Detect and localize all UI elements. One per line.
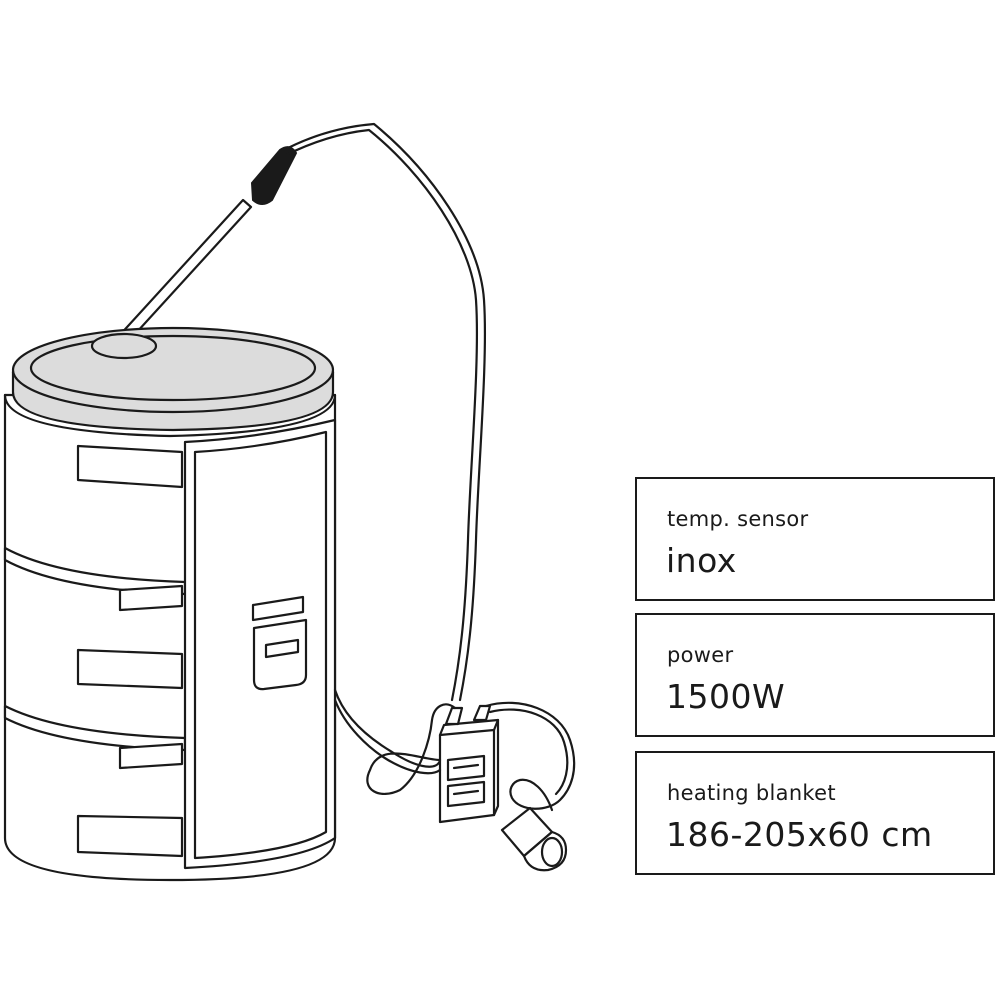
blanket-cable [333, 688, 457, 795]
spec-box-heating-blanket: heating blanket 186-205x60 cm [635, 751, 995, 875]
controller-box [438, 704, 500, 824]
heating-blanket [3, 393, 337, 882]
spec-label: temp. sensor [667, 507, 809, 531]
spec-value: 1500W [666, 677, 786, 716]
power-cord-plug [484, 701, 576, 872]
spec-box-temp-sensor: temp. sensor inox [635, 477, 995, 601]
temperature-sensor-probe [116, 146, 298, 346]
spec-label: heating blanket [667, 781, 836, 805]
spec-box-power: power 1500W [635, 613, 995, 737]
drum-lid [11, 326, 335, 432]
spec-label: power [667, 643, 734, 667]
spec-value: 186-205x60 cm [666, 815, 933, 854]
spec-value: inox [666, 541, 737, 580]
sensor-cable [286, 122, 487, 702]
